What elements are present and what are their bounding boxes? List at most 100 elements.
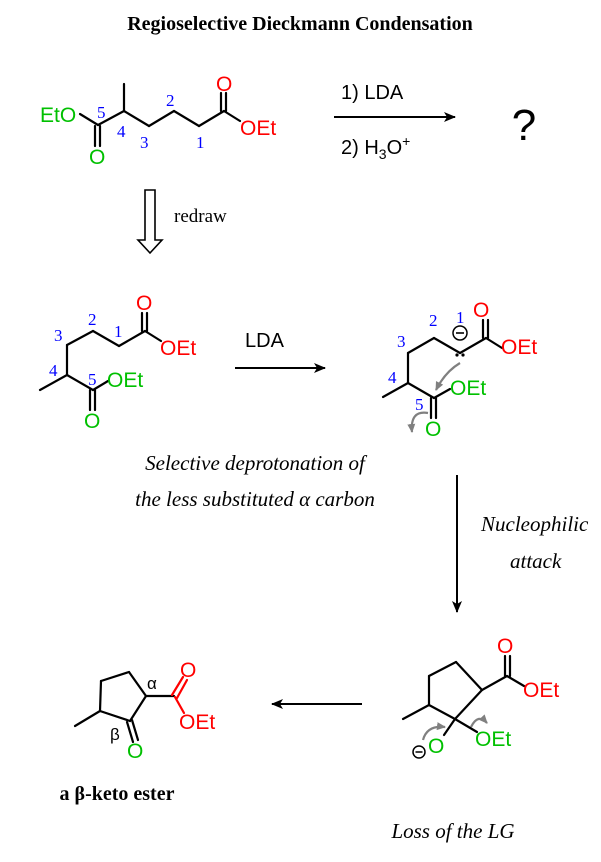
bond [98,709,132,723]
bond [175,678,189,700]
carbon-number-5: 5 [97,103,106,122]
starting-diester: EtO O O OEt 5 4 3 2 1 [40,73,276,169]
bond [125,720,135,744]
bond [65,329,95,347]
bond [454,660,484,692]
curly-arrow-icon [421,722,446,741]
alpha-label: α [147,674,157,693]
atom-o: O [428,735,444,758]
bond [99,670,131,683]
bond [484,336,504,350]
carbon-number-1: 1 [456,308,465,327]
atom-oet: OEt [450,377,486,400]
bond [222,109,242,123]
redrawn-diester: O OEt OEt O 1 2 3 4 5 [38,292,196,433]
bond [458,336,488,355]
curly-arrow-icon [470,714,488,728]
carbon-number-3: 3 [397,332,406,351]
atom-o: O [497,635,513,658]
atom-o: O [180,659,196,682]
caption-deprotonation-line2: the less substituted α carbon [135,487,375,511]
product-label: a β-keto ester [60,783,175,805]
curly-arrow-icon [407,411,429,433]
bond [122,109,151,128]
atom-o: O [136,292,152,315]
atom-oet: OEt [501,336,537,359]
bond [406,336,436,355]
enolate-intermediate: O OEt OEt O 1 2 3 4 5 [381,299,537,441]
bond [505,674,526,688]
caption-nucleophilic-line1: Nucleophilic [480,512,589,536]
carbon-number-3: 3 [54,326,63,345]
bond [78,112,100,127]
bond [98,679,103,713]
carbon-number-5: 5 [88,370,97,389]
atom-oet: OEt [240,117,276,140]
unknown-product: ? [512,101,536,150]
bond [91,329,121,348]
atom-o: O [127,740,143,763]
carbon-number-3: 3 [140,133,149,152]
bond [427,703,457,721]
atom-oet: OEt [475,728,511,751]
superscript: + [402,133,410,149]
bond [65,373,95,392]
atom-oet: OEt [107,369,143,392]
lone-pair-dot [455,353,459,357]
atom-o: O [425,418,441,441]
negative-charge-icon [412,745,426,759]
atom-oet: OEt [160,337,196,360]
bond [147,109,176,128]
lone-pair-dot [461,353,465,357]
carbon-number-4: 4 [49,361,58,380]
bond [170,675,185,697]
page-title: Regioselective Dieckmann Condensation [127,13,473,35]
bond [401,703,431,721]
carbon-number-2: 2 [88,310,97,329]
subscript: 3 [379,146,387,162]
bond [197,109,226,128]
negative-charge-icon [452,325,468,341]
reagent-text: O [387,137,403,159]
bond [127,670,148,698]
carbon-number-5: 5 [415,395,424,414]
carbon-number-2: 2 [429,311,438,330]
atom-oet: OEt [523,679,559,702]
bond [406,381,436,400]
bond [128,694,148,723]
atom-o: O [89,146,105,169]
atom-oet: OEt [179,711,215,734]
reagent-h3o: 2) H3O+ [341,133,410,162]
carbon-number-1: 1 [114,322,123,341]
beta-label: β [110,725,120,744]
bond [480,674,509,692]
carbon-number-2: 2 [166,91,175,110]
carbon-number-4: 4 [117,122,126,141]
bond [173,695,186,715]
bond [432,387,452,400]
curly-arrow-icon [435,362,461,391]
bond [381,381,410,399]
reagent-lda: LDA [245,330,285,352]
reagent-lda: 1) LDA [341,82,404,104]
beta-keto-ester-product: O OEt O α β [73,659,215,763]
bond [453,688,484,721]
atom-eto: EtO [40,104,76,127]
carbon-number-4: 4 [388,368,397,387]
bond [38,373,69,392]
bond [427,660,458,678]
atom-o: O [84,410,100,433]
bond [143,329,163,343]
atom-o: O [216,73,232,96]
bond [432,336,462,355]
redraw-arrow-icon [136,189,164,255]
caption-deprotonation-line1: Selective deprotonation of [145,451,368,475]
tetrahedral-intermediate: O OEt O OEt [401,635,559,759]
bond [130,718,140,742]
caption-nucleophilic-line2: attack [510,549,562,573]
caption-loss-lg: Loss of the LG [390,819,514,843]
bond [73,709,102,728]
carbon-number-1: 1 [196,133,205,152]
bond [442,717,457,737]
atom-o: O [473,299,489,322]
